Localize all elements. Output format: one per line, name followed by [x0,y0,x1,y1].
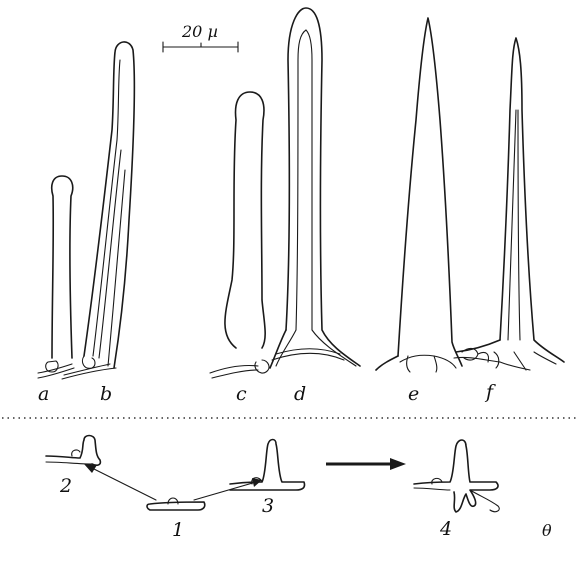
label-b: b [100,383,112,405]
label-e: e [408,383,419,405]
label-d: d [294,383,306,405]
label-f: f [484,381,496,403]
scale-bar-label: 20 µ [181,22,218,41]
label-a: a [38,383,49,405]
label-2: 2 [59,475,72,497]
arrow-3-to-4 [326,458,406,470]
hair-e [376,18,462,372]
hair-d [270,8,360,368]
arrow-1-to-2 [84,464,156,500]
label-c: c [236,383,247,405]
corner-mark: θ [542,521,552,540]
label-1: 1 [172,519,184,541]
label-3: 3 [262,495,274,517]
label-4: 4 [439,518,452,540]
stage-2 [46,436,100,466]
hair-b [62,42,134,379]
stage-3 [230,440,305,491]
hair-a [38,176,74,378]
scale-bar: 20 µ [163,22,238,52]
stage-4 [414,440,499,512]
hair-c [210,92,269,378]
hair-f [454,38,564,370]
